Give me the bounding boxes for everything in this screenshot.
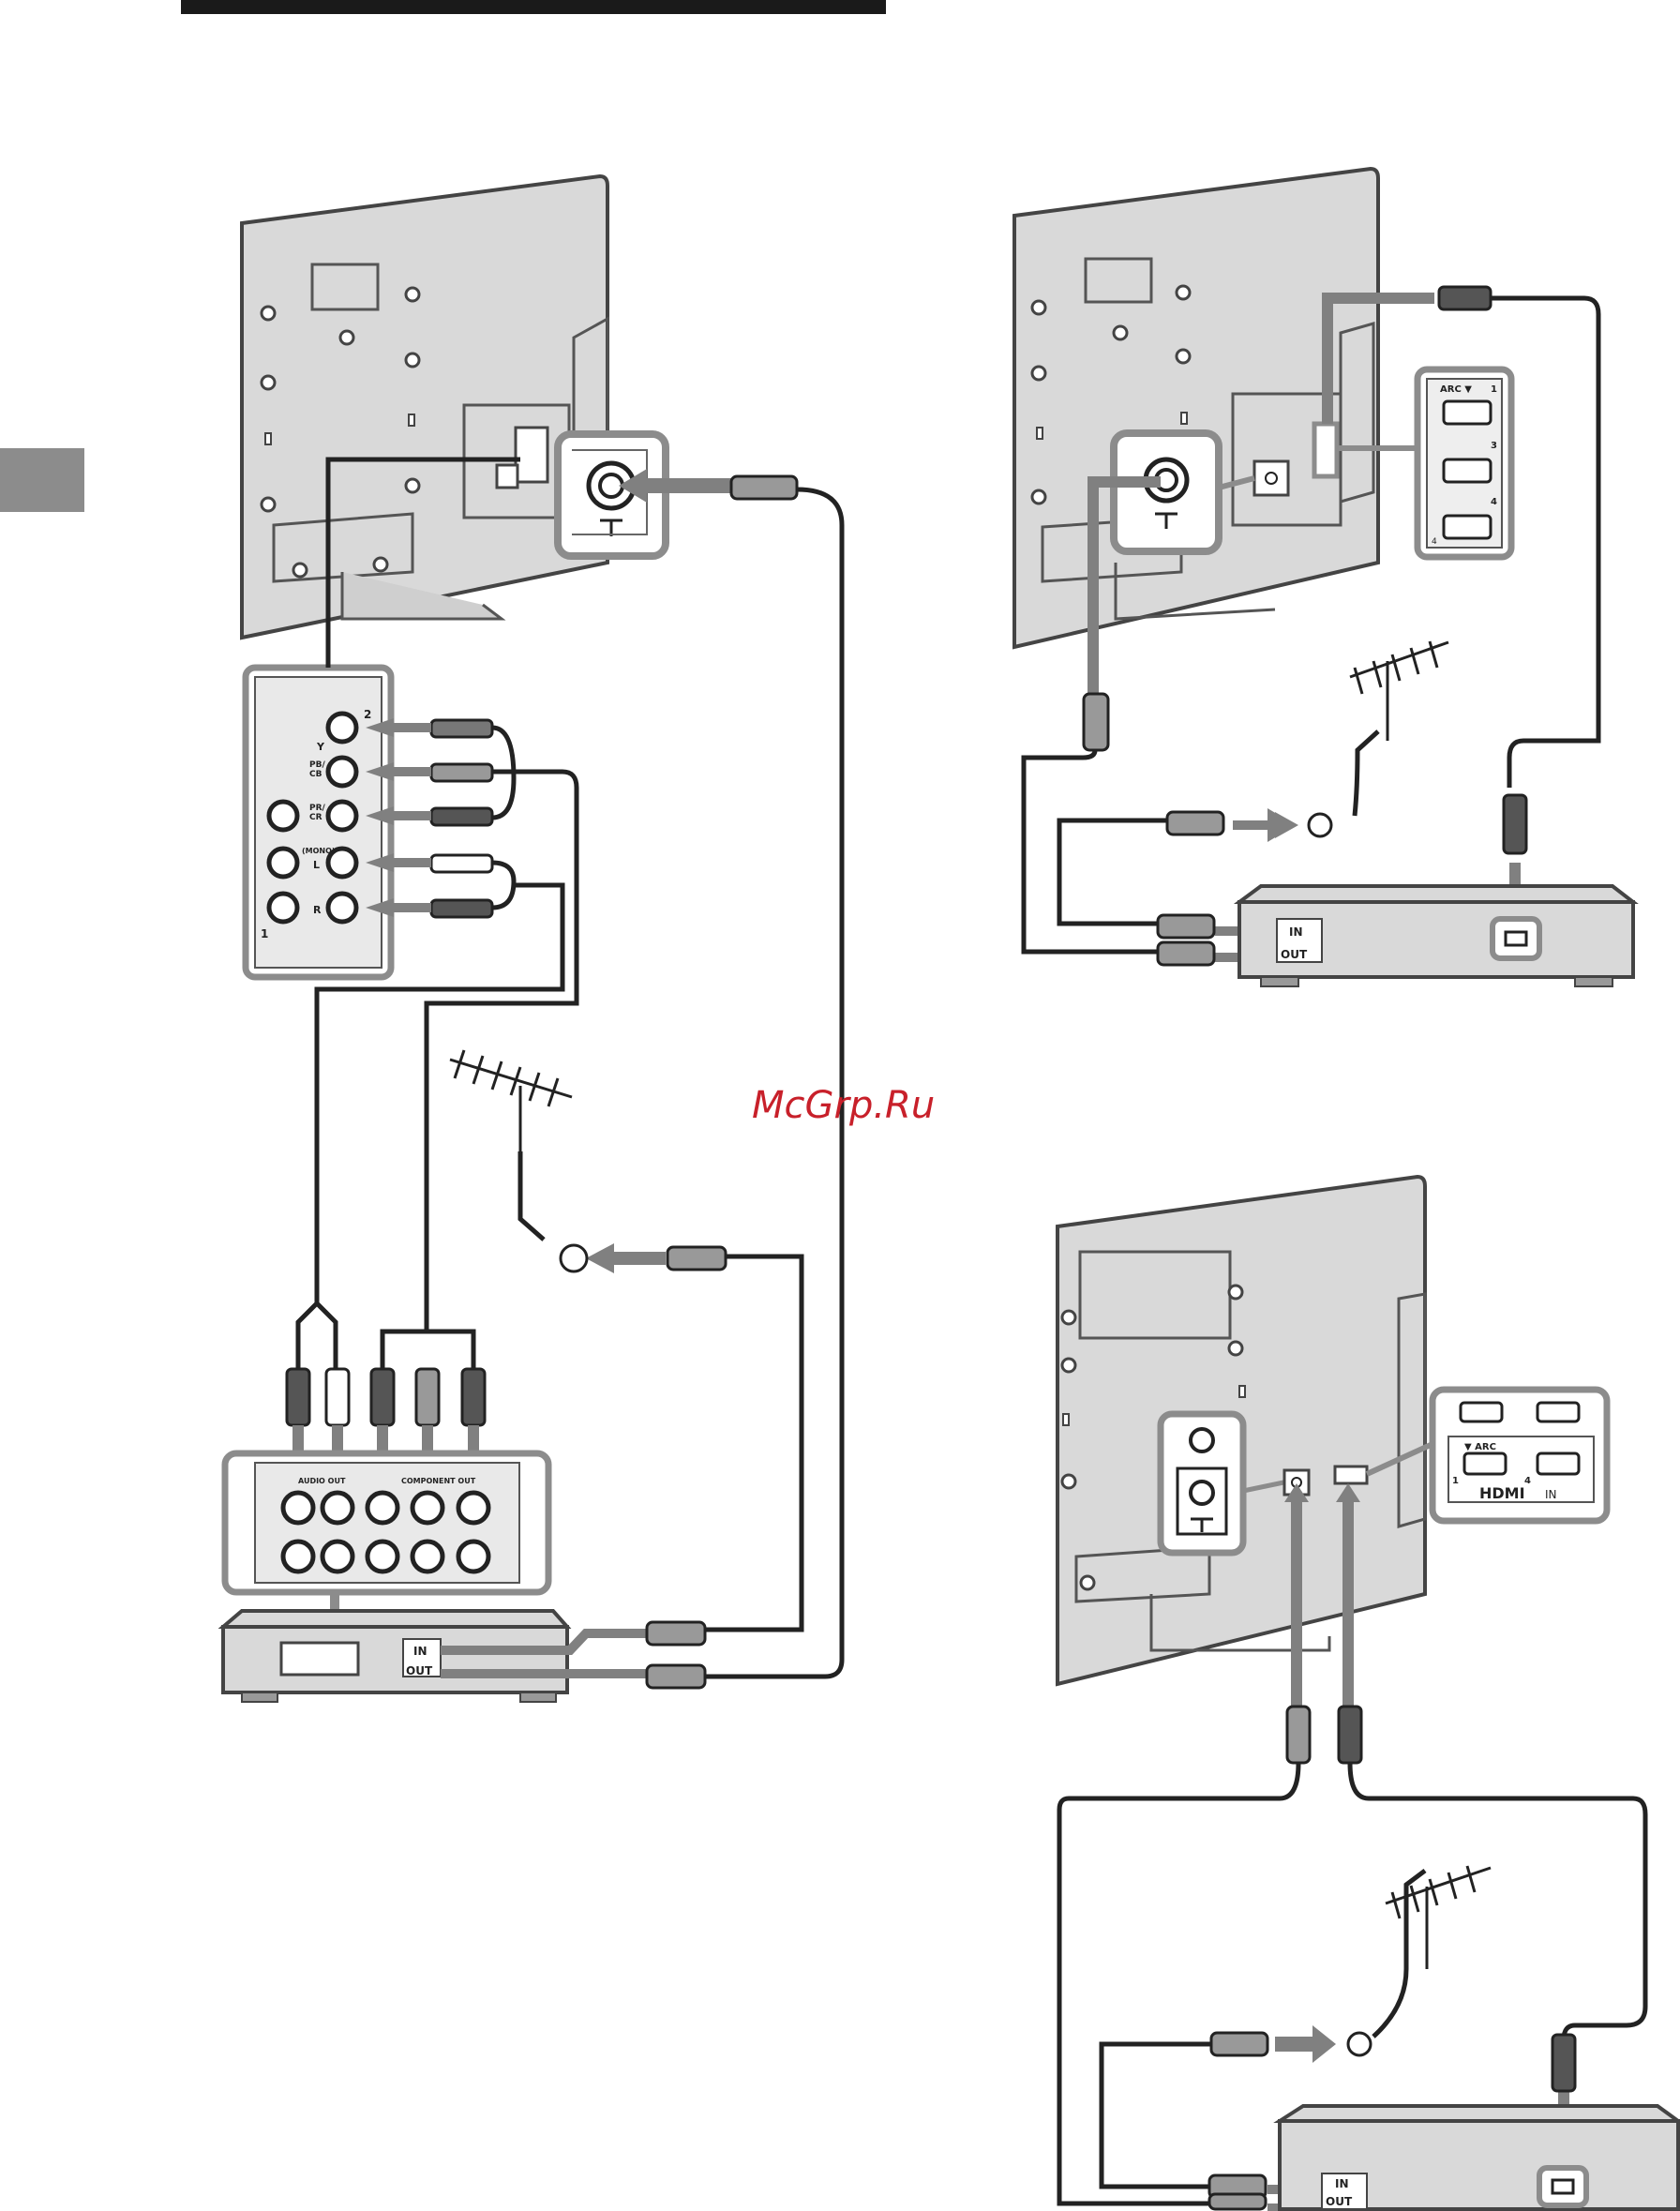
mono-label: (MONO) — [302, 847, 336, 855]
left-diagram: 2 Y PB/CB PR/CR (MONO) L R 1 — [223, 176, 842, 1702]
tv-back-left — [242, 176, 608, 638]
antenna-tr — [1309, 641, 1448, 836]
recorder-out-label: OUT — [406, 1664, 433, 1677]
recorder: IN OUT — [223, 1611, 567, 1702]
section-tab — [0, 448, 84, 512]
coax-plug-antenna-left — [668, 1247, 726, 1270]
antenna-input-callout — [558, 434, 666, 556]
input1-label: 1 — [261, 927, 268, 940]
tr-hdmi-port3-number: 3 — [1491, 441, 1497, 451]
br-hdmi-logo: HDMI — [1479, 1484, 1525, 1502]
watermark: McGrp.Ru — [752, 1084, 935, 1127]
tr-box-out-label: OUT — [1281, 948, 1308, 961]
br-hdmi-in-label: IN — [1545, 1488, 1557, 1501]
br-hdmi-port4-number: 4 — [1524, 1476, 1531, 1486]
input2-label: 2 — [364, 708, 371, 721]
settop-box-br: IN OUT — [1280, 2106, 1678, 2209]
br-hdmi-port1-number: 1 — [1452, 1476, 1459, 1486]
br-box-out-label: OUT — [1326, 2195, 1353, 2208]
tr-hdmi-port4-side: 4 — [1432, 537, 1437, 547]
l-label: L — [313, 859, 320, 871]
player-output-panel: AUDIO OUT COMPONENT OUT — [225, 1453, 548, 1613]
header-bar — [181, 0, 886, 14]
tr-hdmi-port1-number: 1 — [1491, 384, 1497, 395]
tr-box-in-label: IN — [1289, 925, 1303, 939]
antenna-br — [1348, 1866, 1491, 2055]
player-plugs — [287, 1369, 485, 1425]
bottom-right-diagram: ▼ ARC 1 4 HDMI IN — [1058, 1177, 1678, 2211]
rca-plugs-panel — [431, 720, 492, 917]
recorder-in-label: IN — [413, 1645, 428, 1658]
y-label: Y — [316, 741, 325, 753]
br-arc-label: ▼ ARC — [1464, 1442, 1496, 1452]
component-out-label: COMPONENT OUT — [401, 1477, 476, 1485]
top-right-diagram: ARC ▼ 1 3 4 4 — [1014, 169, 1633, 986]
tr-hdmi-port1-label: ARC ▼ — [1440, 384, 1472, 395]
side-input-panel: 2 Y PB/CB PR/CR (MONO) L R 1 — [246, 668, 391, 977]
r-label: R — [313, 904, 322, 916]
settop-box-tr: IN OUT — [1239, 886, 1633, 986]
antenna-plug-left — [731, 476, 797, 499]
audio-out-label: AUDIO OUT — [298, 1477, 346, 1485]
tr-hdmi-port4-number: 4 — [1491, 497, 1497, 507]
br-box-in-label: IN — [1335, 2177, 1349, 2190]
